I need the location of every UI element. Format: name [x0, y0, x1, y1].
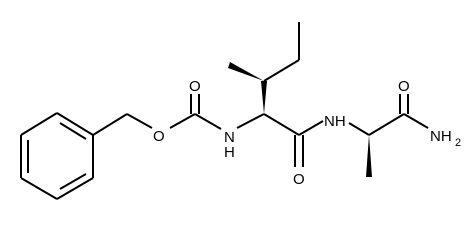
bond-ring-6	[20, 112, 58, 136]
atom-nh2-subscript: 2	[455, 137, 461, 149]
atom-o-carbonyl-amide: O	[293, 171, 305, 188]
atom-nh-amide: NH	[324, 113, 346, 130]
atom-o-carbonyl-terminal: O	[398, 78, 410, 95]
bond-nh-to-ala-alpha	[348, 122, 370, 136]
bond-o-to-carbonyl-c	[169, 113, 196, 129]
atom-o-carbonyl-carbamate: O	[189, 78, 201, 95]
wedge-beta-to-methyl	[228, 62, 264, 81]
atom-n-carbamate: N	[224, 129, 235, 146]
bond-n-to-alpha-c	[236, 113, 265, 129]
bond-alpha-to-amide-c	[263, 113, 300, 136]
atom-h-carbamate: H	[224, 144, 235, 161]
bond-ring-4	[20, 177, 58, 200]
chemical-structure-canvas: O O N H O NH	[20, 22, 462, 200]
bond-terminal-c-to-nh2	[403, 113, 429, 129]
bond-ch2-to-o	[126, 113, 153, 129]
bond-ala-alpha-to-c	[368, 113, 405, 136]
bond-ring-inner-2	[59, 173, 87, 190]
wedge-ala-methyl	[366, 135, 372, 177]
bond-carbonyl-to-n	[194, 113, 222, 130]
bond-ring-3	[56, 177, 94, 200]
atom-nh2-terminal: NH	[430, 128, 452, 145]
bond-ring-1	[56, 112, 94, 136]
benzene-ring	[20, 112, 94, 200]
atom-o-ester: O	[153, 128, 165, 145]
bond-ring-inner-1	[59, 122, 87, 140]
bond-beta-to-ch2	[263, 59, 300, 82]
molecule-diagram: O O N H O NH	[20, 22, 461, 200]
bond-ring-to-ch2	[92, 113, 128, 136]
bond-amide-c-to-nh	[298, 120, 324, 136]
wedge-alpha-to-beta	[261, 81, 267, 114]
